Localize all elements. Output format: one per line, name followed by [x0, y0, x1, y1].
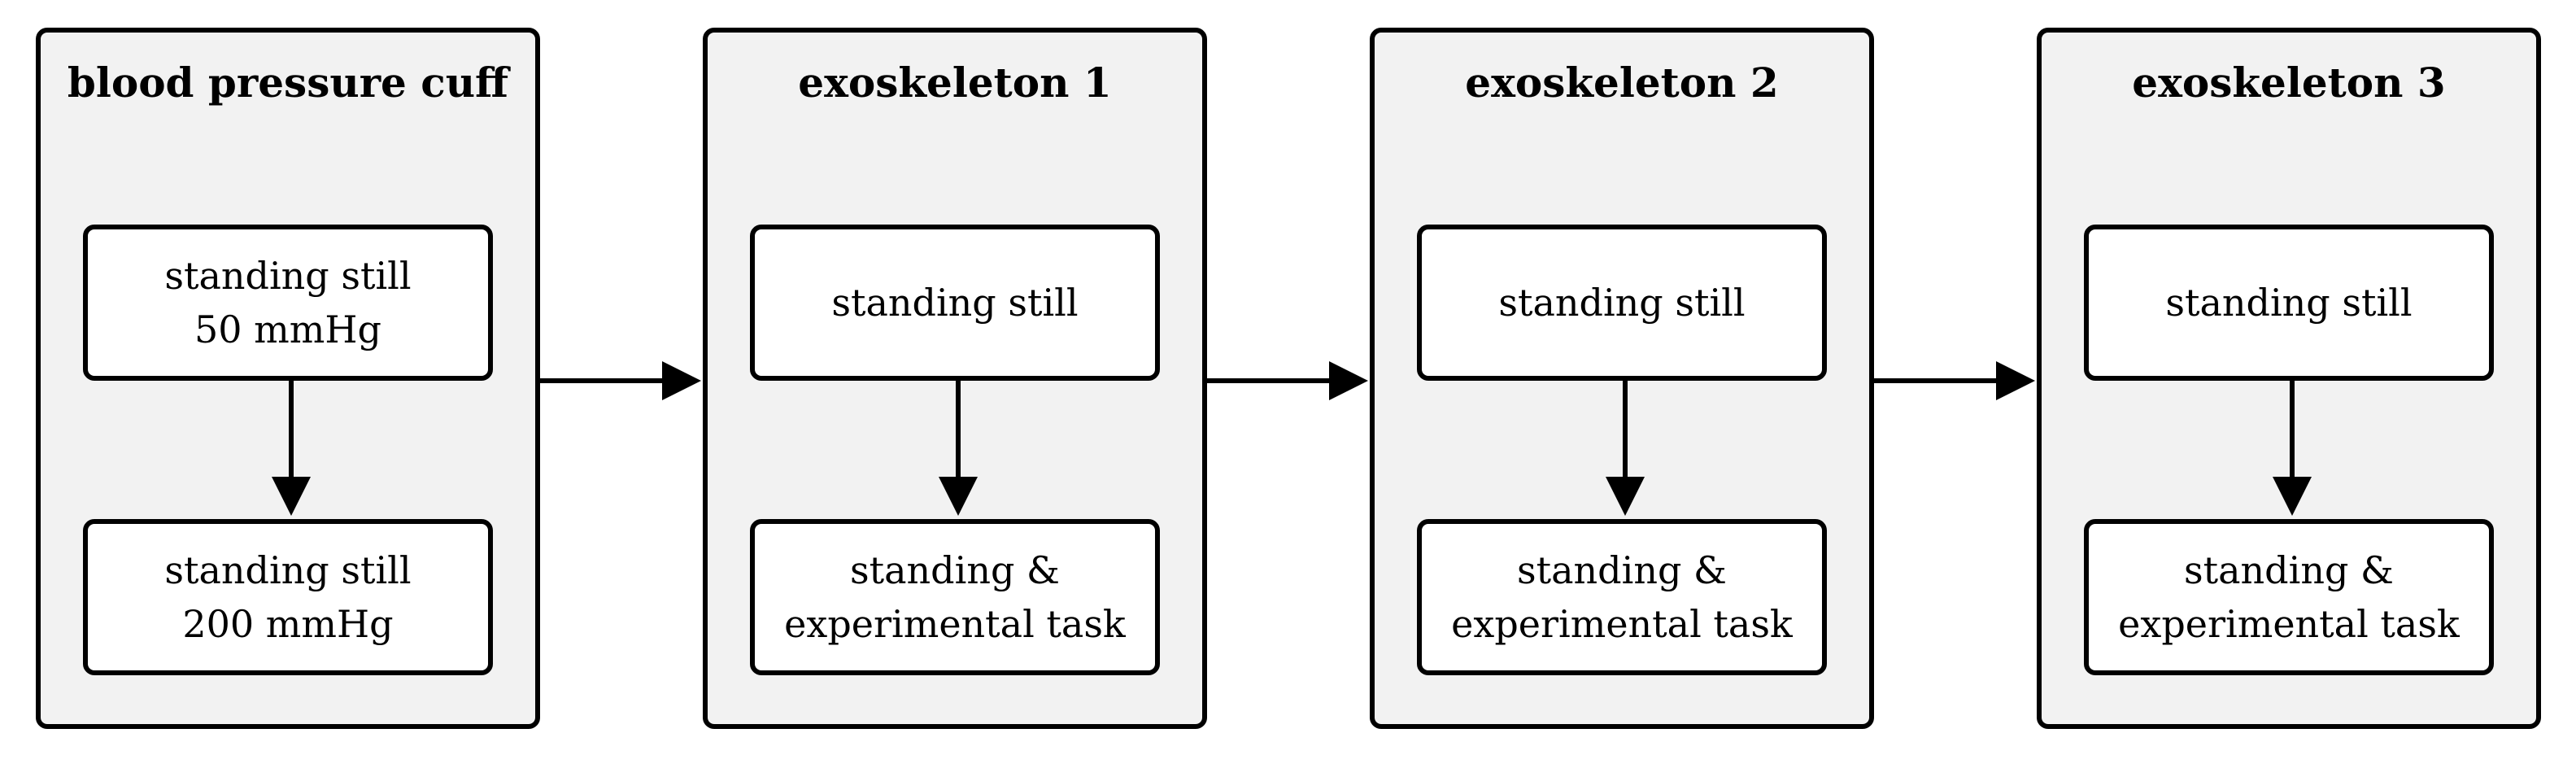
- step-box: standing still: [750, 225, 1160, 381]
- step-label: standing &: [850, 548, 1060, 592]
- step-box: standing still: [2084, 225, 2494, 381]
- step-box: standing still 200 mmHg: [83, 519, 493, 675]
- step-label-secondary: experimental task: [1451, 602, 1793, 646]
- step-label: standing still: [1498, 281, 1746, 325]
- step-label: standing &: [2184, 548, 2394, 592]
- panel-title: exoskeleton 1: [798, 59, 1112, 107]
- step-label-secondary: experimental task: [2118, 602, 2460, 646]
- step-label: standing &: [1517, 548, 1727, 592]
- step-box: standing & experimental task: [750, 519, 1160, 675]
- step-box: standing & experimental task: [2084, 519, 2494, 675]
- panel-exoskeleton-3: exoskeleton 3 standing still standing & …: [2037, 28, 2541, 729]
- panel-title: blood pressure cuff: [67, 59, 509, 107]
- step-box: standing still 50 mmHg: [83, 225, 493, 381]
- panel-exoskeleton-2: exoskeleton 2 standing still standing & …: [1370, 28, 1874, 729]
- step-label: standing still: [831, 281, 1079, 325]
- step-box: standing still: [1417, 225, 1827, 381]
- step-label: standing still: [164, 548, 412, 592]
- step-label: standing still: [2165, 281, 2413, 325]
- step-label-secondary: experimental task: [784, 602, 1126, 646]
- panel-title: exoskeleton 2: [1465, 59, 1779, 107]
- step-label-secondary: 50 mmHg: [194, 308, 381, 351]
- step-box: standing & experimental task: [1417, 519, 1827, 675]
- step-label-secondary: 200 mmHg: [182, 602, 394, 646]
- panel-title: exoskeleton 3: [2132, 59, 2446, 107]
- step-label: standing still: [164, 254, 412, 298]
- panel-exoskeleton-1: exoskeleton 1 standing still standing & …: [703, 28, 1207, 729]
- panel-blood-pressure-cuff: blood pressure cuff standing still 50 mm…: [36, 28, 540, 729]
